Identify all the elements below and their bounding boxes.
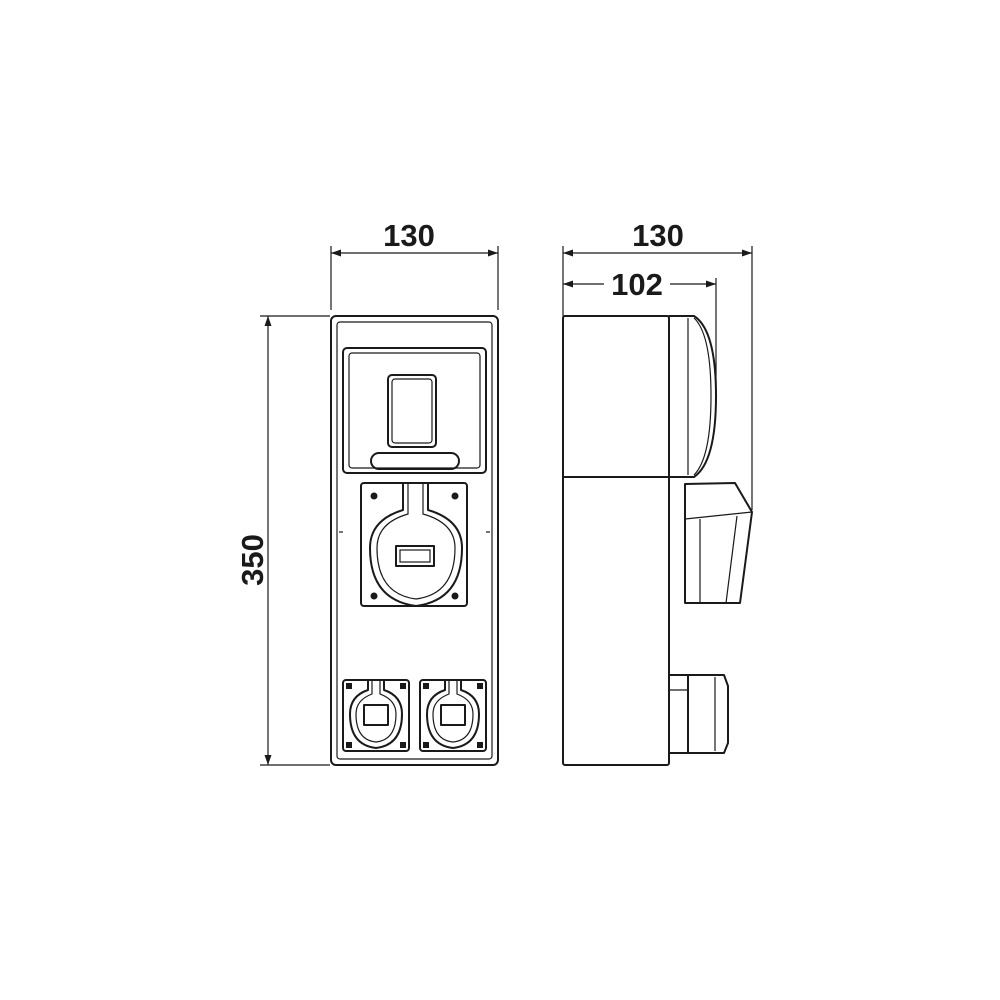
front-housing-inner-edge: [336, 321, 493, 760]
side-housing-outline: [562, 315, 670, 766]
dimension-label-side-total: 130: [632, 218, 684, 253]
dimension-height: 350: [235, 315, 330, 766]
small-socket-left: [342, 679, 410, 752]
dimension-side-total: 130: [562, 218, 753, 510]
screw-icon: [370, 492, 378, 500]
screw-icon: [451, 592, 459, 600]
dimension-label-height: 350: [235, 534, 270, 586]
lid-profile: [668, 315, 717, 478]
front-view: [330, 315, 499, 766]
dimension-side-body: 102: [563, 267, 717, 392]
angled-socket-profile: [684, 482, 753, 604]
dimension-front-width: 130: [330, 218, 499, 310]
dimension-label-front-width: 130: [383, 218, 435, 253]
dimension-label-side-body: 102: [611, 267, 663, 302]
window-latch: [370, 452, 460, 470]
small-socket-right: [419, 679, 487, 752]
side-view: [562, 315, 753, 766]
lower-socket-profile: [668, 674, 729, 754]
breaker-window: [342, 347, 487, 474]
screw-icon: [370, 592, 378, 600]
front-housing-outline: [330, 315, 499, 766]
large-cee-socket: [360, 482, 468, 607]
breaker-cutout: [387, 374, 437, 448]
screw-icon: [451, 492, 459, 500]
socket-label-window: [395, 545, 435, 567]
